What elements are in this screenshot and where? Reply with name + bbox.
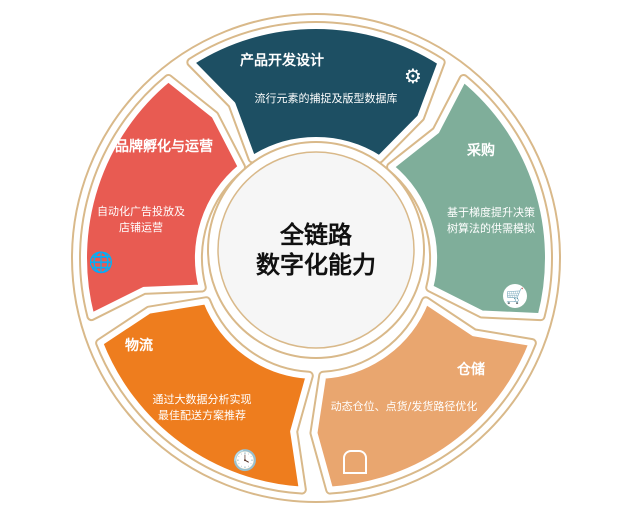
head-gear-icon: ⚙ [404, 64, 422, 88]
shopping-cart-icon: 🛒 [503, 284, 527, 308]
center-label: 全链路 数字化能力 [256, 220, 376, 280]
segment-title-brand: 品牌孵化与运营 [115, 139, 213, 155]
segment-purchasing [388, 75, 551, 320]
desc-line: 最佳配送方案推荐 [158, 409, 246, 422]
center-line-2: 数字化能力 [256, 251, 376, 279]
segment-title-purchasing: 采购 [467, 143, 495, 159]
globe-cursor-icon: 🌐 [88, 250, 114, 274]
warehouse-icon [343, 450, 367, 474]
segment-desc-product-design: 流行元素的捕捉及版型数据库 [254, 92, 398, 105]
desc-line: 基于梯度提升决策 [447, 206, 535, 219]
segment-title-product-design: 产品开发设计 [240, 53, 324, 69]
segment-title-warehouse: 仓储 [457, 362, 485, 378]
segment-product-design [188, 23, 444, 162]
desc-line: 通过大数据分析实现 [152, 393, 252, 406]
segment-desc-purchasing: 基于梯度提升决策 树算法的供需模拟 [447, 205, 535, 237]
desc-line: 树算法的供需模拟 [447, 222, 535, 235]
segment-desc-brand: 自动化广告投放及 店铺运营 [97, 204, 185, 236]
segment-logistics [97, 298, 312, 493]
center-circle [217, 151, 415, 349]
segment-warehouse [311, 298, 535, 493]
segment-desc-warehouse: 动态仓位、点货/发货路径优化 [330, 400, 478, 413]
desc-line: 自动化广告投放及 [97, 205, 185, 218]
desc-line: 店铺运营 [119, 221, 163, 234]
segment-desc-logistics: 通过大数据分析实现 最佳配送方案推荐 [153, 392, 252, 424]
segment-title-logistics: 物流 [125, 338, 153, 354]
delivery-truck-clock-icon: 🕓 [232, 448, 258, 472]
center-line-1: 全链路 [280, 221, 352, 249]
segment-brand [81, 75, 244, 320]
